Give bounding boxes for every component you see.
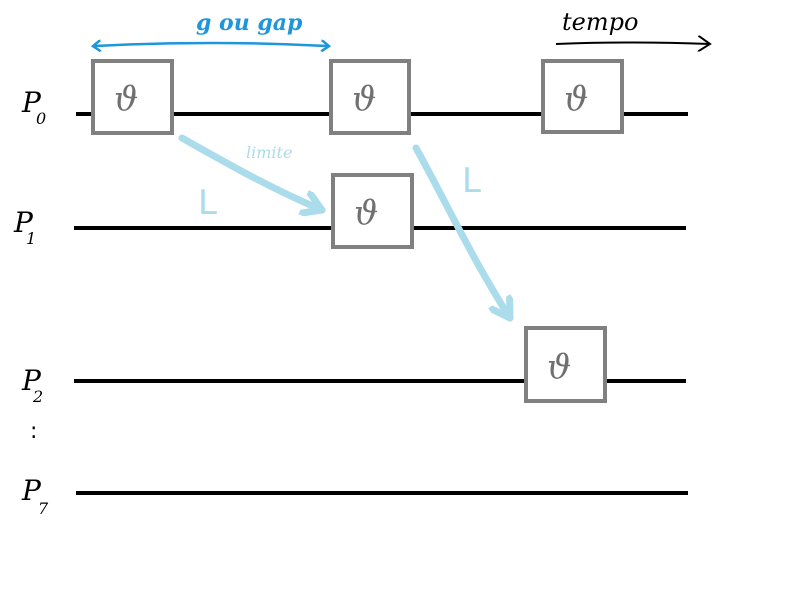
svg-text:2: 2: [32, 387, 43, 406]
process-label-p7: P 7: [21, 474, 49, 518]
svg-text:P: P: [21, 474, 42, 507]
svg-text:1: 1: [26, 229, 36, 248]
process-label-p1: P 1: [13, 206, 36, 248]
process-label-p0: P 0: [21, 86, 46, 128]
gap-arrow: [95, 43, 327, 46]
event-box: ϑ: [524, 326, 607, 403]
message-arrow-p0-p1: [178, 134, 326, 210]
time-label: tempo: [562, 8, 638, 36]
ellipsis: :: [30, 419, 37, 444]
messages: limite L L: [178, 134, 514, 322]
svg-text:P: P: [13, 206, 34, 239]
svg-text:0: 0: [36, 109, 46, 128]
gap-indicator: g ou gap: [95, 10, 327, 46]
message-arrow-p0-p2: [412, 144, 514, 322]
gap-label: g ou gap: [196, 10, 303, 36]
svg-text:P: P: [21, 364, 42, 397]
event-symbol: ϑ: [564, 79, 588, 119]
event-symbol: ϑ: [114, 79, 138, 119]
time-axis: tempo: [555, 8, 710, 45]
limit-label: limite: [246, 143, 292, 162]
process-label-p2: P 2: [21, 364, 43, 406]
event-box: ϑ: [541, 59, 624, 134]
events: ϑ ϑ ϑ ϑ ϑ: [91, 59, 624, 403]
event-box: ϑ: [331, 173, 414, 249]
event-box: ϑ: [329, 59, 411, 135]
latency-label: L: [198, 183, 217, 223]
event-symbol: ϑ: [547, 347, 571, 387]
event-box: ϑ: [91, 59, 174, 135]
svg-text:7: 7: [38, 499, 49, 518]
event-symbol: ϑ: [354, 193, 378, 233]
process-lines: [74, 112, 688, 495]
latency-label: L: [462, 161, 481, 201]
time-arrow: [555, 43, 710, 45]
svg-text:P: P: [21, 86, 42, 119]
event-symbol: ϑ: [352, 79, 376, 119]
process-labels: P 0 P 1 P 2 : P 7: [13, 86, 49, 518]
